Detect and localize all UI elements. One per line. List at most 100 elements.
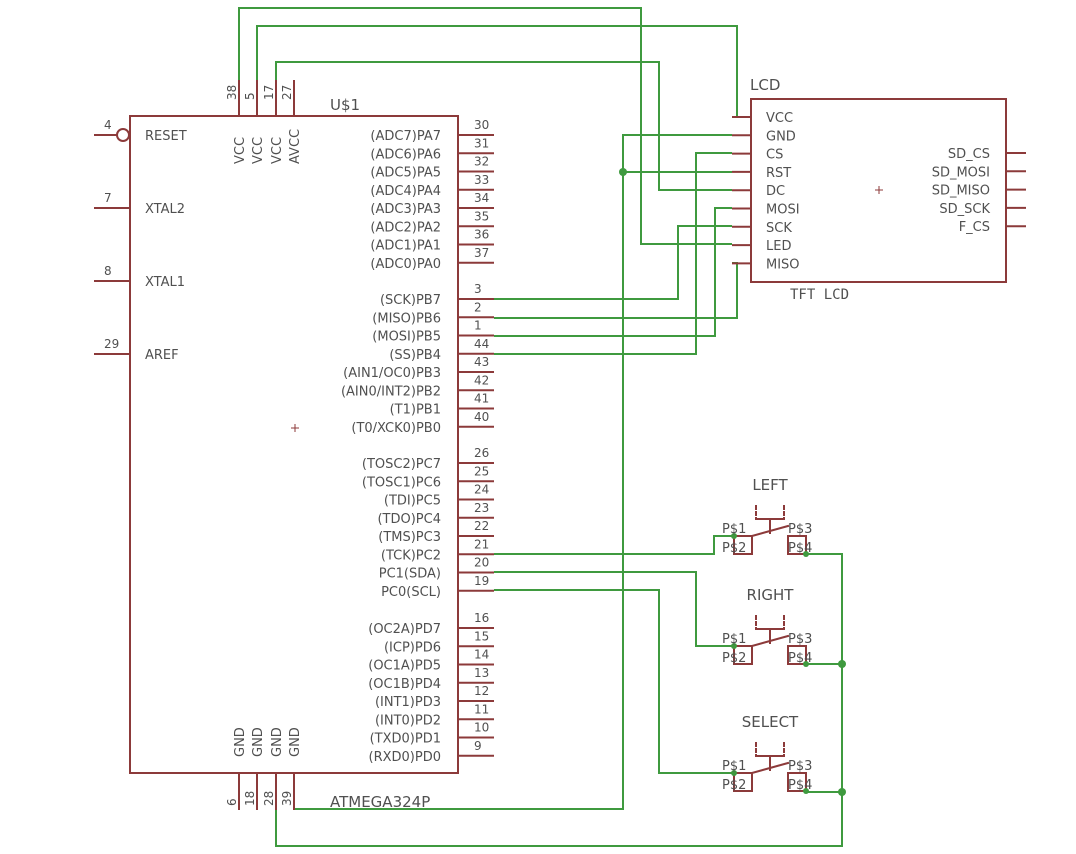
- wire-select: [494, 589, 734, 774]
- pin-number: 36: [474, 228, 489, 242]
- mcu-pin-oc1bpd4: 13(OC1B)PD4: [368, 666, 494, 692]
- mcu-pin-rxd0pd0: 9 (RXD0)PD0: [369, 739, 494, 765]
- pin-number: 8: [104, 264, 112, 278]
- pin-number: 20: [474, 556, 489, 570]
- wire-vcc-5: [256, 25, 738, 118]
- mcu-pin-adc2pa2: 35(ADC2)PA2: [370, 209, 494, 235]
- pin-label: P$2: [722, 651, 746, 666]
- pin-number: 2: [474, 300, 482, 314]
- pin-label: GND: [233, 727, 248, 757]
- pin-label: AVCC: [288, 129, 303, 164]
- actuator-guide: [755, 742, 785, 757]
- lcd-pin-miso: MISO: [732, 257, 800, 272]
- lcd-pin-sck: SCK: [732, 221, 792, 236]
- mcu-pin-mosipb5: 1(MOSI)PB5: [372, 319, 494, 345]
- pin-number: 25: [474, 464, 489, 478]
- pin-label: LED: [766, 239, 791, 254]
- pin-label: (TMS)PC3: [378, 530, 441, 545]
- pin-label: (ADC4)PA4: [370, 184, 441, 199]
- mcu-pin-misopb6: 2(MISO)PB6: [372, 300, 494, 326]
- wire-left: [494, 535, 735, 555]
- pin-number: 5: [243, 92, 257, 100]
- pin-label: (TXD0)PD1: [370, 732, 441, 747]
- mcu-name: U$1: [330, 96, 360, 114]
- reset-inverter-bubble: [116, 128, 130, 142]
- pin-number: 38: [225, 85, 239, 100]
- mcu-pin-adc4pa4: 33(ADC4)PA4: [370, 173, 494, 199]
- pin-dot: [731, 643, 737, 649]
- mcu-pin-tdipc5: 24(TDI)PC5: [384, 483, 494, 509]
- mcu-pin-int1pd3: 12(INT1)PD3: [375, 684, 494, 710]
- lcd-pin-vcc: VCC: [732, 111, 793, 126]
- pin-label: (OC2A)PD7: [368, 622, 441, 637]
- switch-contacts: [733, 524, 807, 555]
- pin-label: XTAL1: [145, 275, 185, 290]
- pin-label: P$3: [788, 759, 812, 774]
- pin-label: P$4: [788, 778, 812, 793]
- pin-label: (RXD0)PD0: [369, 750, 441, 765]
- pin-label: P$1: [722, 759, 746, 774]
- pin-label: AREF: [145, 348, 179, 363]
- pin-number: 22: [474, 519, 489, 533]
- wire-lcd-gnd: [293, 134, 732, 810]
- mcu-pin-tmspc3: 22 (TMS)PC3: [378, 519, 494, 545]
- pin-label: (TDO)PC4: [377, 512, 441, 527]
- mcu-pin-adc1pa1: 36(ADC1)PA1: [370, 228, 494, 254]
- lcd-pin-mosi: MOSI: [732, 203, 800, 218]
- junction-gnd: [619, 168, 627, 176]
- pin-number: 17: [262, 85, 276, 100]
- mcu-pin-tosc1pc6: 25(TOSC1)PC6: [362, 464, 494, 490]
- pin-label: (TCK)PC2: [381, 548, 441, 563]
- pin-label: (INT0)PD2: [375, 713, 441, 728]
- pin-label: MISO: [766, 257, 800, 272]
- mcu-pin-oc1apd5: 14(OC1A)PD5: [368, 648, 494, 674]
- button-label: RIGHT: [747, 586, 795, 604]
- pin-number: 11: [474, 702, 489, 716]
- pin-number: 31: [474, 136, 489, 150]
- pin-label: (SS)PB4: [389, 348, 441, 363]
- lcd-name: LCD: [750, 76, 780, 94]
- pin-label: P$1: [722, 632, 746, 647]
- pin-number: 7: [104, 191, 112, 205]
- junction-btn-right: [838, 660, 846, 668]
- pin-label: PC1(SDA): [379, 567, 441, 582]
- pin-label: (AIN0/INT2)PB2: [341, 384, 441, 399]
- pin-label: SD_CS: [948, 147, 990, 162]
- pin-number: 12: [474, 684, 489, 698]
- pin-number: 9: [474, 739, 482, 753]
- pin-dot: [803, 661, 809, 667]
- pin-number: 32: [474, 155, 489, 169]
- pin-label: VCC: [270, 137, 285, 164]
- pin-label: P$4: [788, 651, 812, 666]
- pin-label: SD_SCK: [939, 202, 990, 217]
- pin-number: 34: [474, 191, 489, 205]
- pin-label: (ADC3)PA3: [370, 202, 441, 217]
- pin-number: 10: [474, 721, 489, 735]
- pin-label: (T1)PB1: [390, 403, 441, 418]
- pin-number: 23: [474, 501, 489, 515]
- lcd-pin-sd-mosi: SD_MOSI: [932, 165, 1026, 180]
- pin-label: RESET: [145, 129, 187, 144]
- pin-number: 15: [474, 629, 489, 643]
- pin-number: 35: [474, 209, 489, 223]
- pin-number: 28: [262, 791, 276, 806]
- lcd-value: TFT LCD: [790, 287, 849, 303]
- pin-label: MOSI: [766, 203, 800, 218]
- pin-number: 42: [474, 373, 489, 387]
- pin-label: P$4: [788, 541, 812, 556]
- lcd-pin-f-cs: F_CS: [959, 220, 1026, 235]
- pin-label: GND: [766, 129, 796, 144]
- mcu-pin-txd0pd1: 10 (TXD0)PD1: [370, 721, 494, 747]
